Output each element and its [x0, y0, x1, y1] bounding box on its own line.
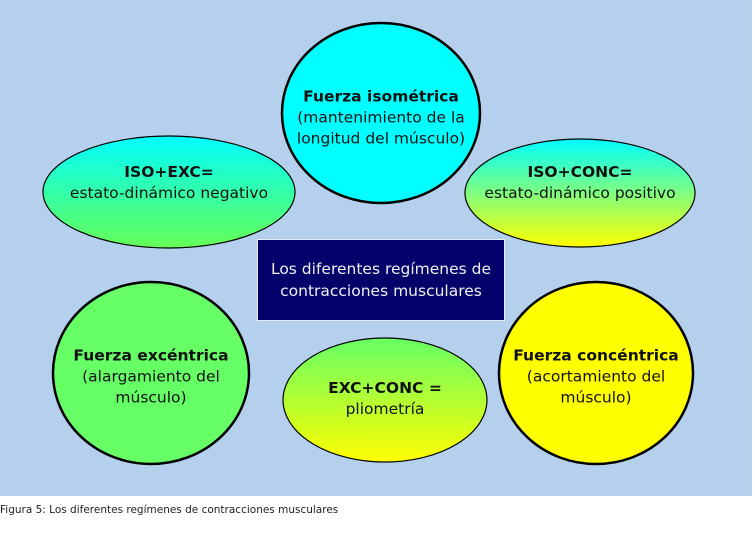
node-desc: (alargamiento del	[82, 367, 220, 386]
node-title: ISO+CONC=	[527, 163, 633, 181]
center-title-box: Los diferentes regímenes de contraccione…	[257, 239, 505, 321]
node-excentrica: Fuerza excéntrica (alargamiento del músc…	[73, 346, 228, 409]
node-desc: (mantenimiento de la	[297, 108, 465, 127]
node-title: EXC+CONC =	[328, 379, 442, 397]
center-title-line2: contracciones musculares	[280, 282, 482, 300]
figure-caption: Figura 5: Los diferentes regímenes de co…	[0, 504, 339, 516]
node-exc-conc: EXC+CONC = pliometría	[328, 378, 442, 420]
node-shape-exc-conc	[282, 337, 488, 463]
node-desc: músculo)	[115, 388, 187, 407]
node-iso-conc: ISO+CONC= estato-dinámico positivo	[484, 162, 675, 204]
node-title: Fuerza excéntrica	[73, 346, 229, 365]
node-shape-isometrica	[280, 21, 482, 205]
node-desc: estato-dinámico negativo	[69, 184, 269, 202]
node-isometrica: Fuerza isométrica (mantenimiento de la l…	[297, 87, 465, 150]
node-title: ISO+EXC=	[124, 163, 214, 181]
node-desc: pliometría	[345, 400, 425, 418]
node-shape-iso-exc	[42, 135, 296, 249]
node-title: Fuerza isométrica	[303, 87, 459, 106]
node-desc: longitud del músculo)	[296, 129, 466, 148]
node-desc: estato-dinámico positivo	[484, 184, 676, 202]
node-shape-concentrica	[497, 280, 695, 466]
node-shape-excentrica	[51, 280, 251, 466]
center-title-line1: Los diferentes regímenes de	[270, 260, 492, 278]
node-desc: (acortamiento del	[526, 367, 666, 386]
node-iso-exc: ISO+EXC= estato-dinámico negativo	[70, 162, 268, 204]
node-shape-iso-conc	[464, 138, 696, 248]
node-title: Fuerza concéntrica	[513, 346, 679, 365]
node-concentrica: Fuerza concéntrica (acortamiento del mús…	[513, 346, 679, 409]
node-desc: músculo)	[560, 388, 632, 407]
